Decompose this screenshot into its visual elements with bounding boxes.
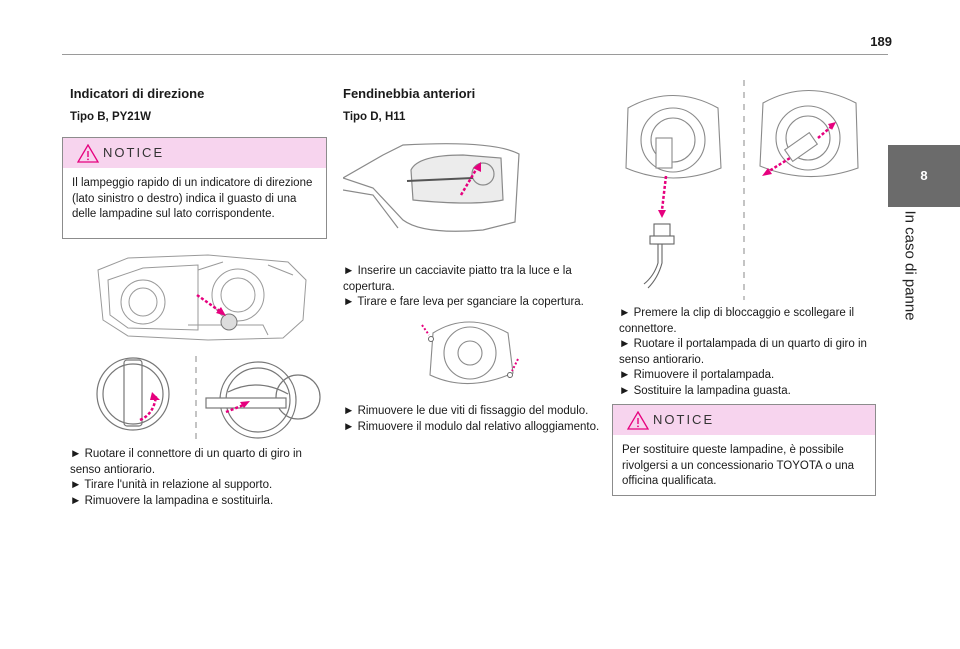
right-steps: ► Premere la clip di bloccaggio e scolle…	[619, 306, 877, 399]
step-item: ► Ruotare il connettore di un quarto di …	[70, 448, 302, 476]
notice-text: Il lampeggio rapido di un indicatore di …	[72, 177, 313, 220]
notice-header: NOTICE	[63, 138, 326, 168]
middle-steps-b: ► Rimuovere le due viti di fissaggio del…	[343, 404, 605, 435]
left-steps: ► Ruotare il connettore di un quarto di …	[70, 447, 320, 509]
fog-light-module-illustration	[421, 321, 519, 385]
step-item: ► Rimuovere la lampadina e sostituirla.	[70, 494, 274, 507]
step-item: ► Inserire un cacciavite piatto tra la l…	[343, 265, 572, 293]
step-item: ► Rimuovere il modulo dal relativo allog…	[343, 420, 600, 433]
step-item: ► Tirare e fare leva per sganciare la co…	[343, 296, 584, 308]
connector-rotation-illustration	[96, 356, 321, 440]
page-number: 189	[870, 34, 892, 49]
step-item: ► Rimuovere le due viti di fissaggio del…	[343, 405, 589, 417]
step-item: ► Premere la clip di bloccaggio e scolle…	[619, 307, 855, 335]
chapter-tab[interactable]: 8	[888, 145, 960, 207]
notice-header: NOTICE	[613, 405, 875, 435]
turn-signal-heading: Indicatori di direzione	[70, 86, 205, 101]
turn-signal-type: Tipo B, PY21W	[70, 111, 151, 123]
header-rule	[62, 54, 888, 55]
notice-box-right: NOTICE Per sostituire queste lampadine, …	[612, 404, 876, 496]
headlamp-illustration	[97, 254, 307, 341]
step-item: ► Ruotare il portalampada di un quarto d…	[619, 338, 867, 366]
warning-icon	[77, 144, 99, 163]
notice-title: NOTICE	[103, 145, 165, 160]
notice-title: NOTICE	[653, 412, 715, 427]
notice-box-left: NOTICE Il lampeggio rapido di un indicat…	[62, 137, 327, 239]
fog-light-type: Tipo D, H11	[343, 111, 406, 123]
step-item: ► Rimuovere il portalampada.	[619, 369, 775, 381]
fog-light-heading: Fendinebbia anteriori	[343, 86, 476, 101]
warning-icon	[627, 411, 649, 430]
chapter-title: In caso di panne	[901, 210, 919, 321]
fog-light-cover-illustration	[343, 143, 520, 232]
middle-steps-a: ► Inserire un cacciavite piatto tra la l…	[343, 264, 603, 311]
step-item: ► Tirare l'unità in relazione al support…	[70, 479, 273, 491]
chapter-number: 8	[920, 168, 928, 183]
notice-text: Per sostituire queste lampadine, è possi…	[622, 444, 855, 487]
step-item: ► Sostituire la lampadina guasta.	[619, 384, 791, 397]
bulb-holder-illustration	[625, 80, 859, 300]
